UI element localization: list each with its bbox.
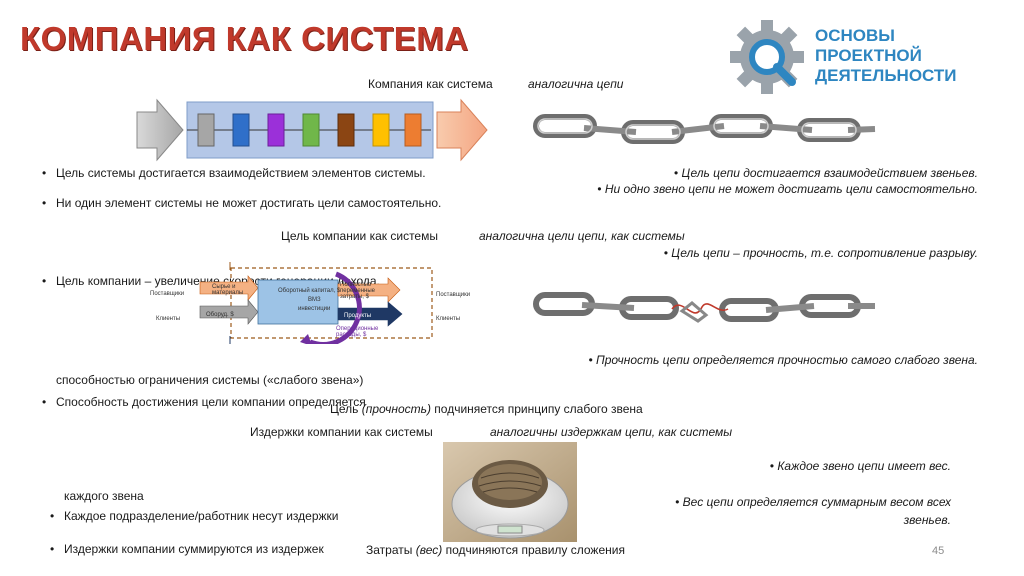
chain-on-scale-photo bbox=[443, 442, 577, 542]
section3-left-bullet-1: Каждое подразделение/работник несут изде… bbox=[48, 509, 1024, 523]
section3-left-bullet-2: Издержки компании суммируются из издерже… bbox=[48, 542, 1024, 556]
logo-line-3: ДЕЯТЕЛЬНОСТИ bbox=[815, 66, 957, 85]
diagram-operating-expenses: Операционные расходы, $ bbox=[336, 326, 379, 338]
chain-image-1 bbox=[533, 114, 876, 144]
section2-right-bullet-text: Цель цепи – прочность, т.е. сопротивлени… bbox=[671, 246, 978, 260]
logo-line-2: ПРОЕКТНОЙ bbox=[815, 46, 922, 65]
diagram-clients-left: Клиенты bbox=[156, 316, 181, 322]
section2-right-bullet-2-text: Прочность цепи определяется прочностью с… bbox=[596, 353, 978, 367]
diagram-vmz: ВМЗ bbox=[308, 297, 321, 303]
diagram-suppliers-right: Поставщики bbox=[436, 292, 471, 298]
page-number: 45 bbox=[932, 545, 945, 557]
section2-right-bullet: • Цель цепи – прочность, т.е. сопротивле… bbox=[663, 246, 978, 260]
chain-image-weak-link bbox=[533, 292, 875, 323]
diagram-equipment: Оборуд. $ bbox=[206, 312, 234, 318]
diagram-working-capital: Оборотный капитал, $ bbox=[278, 288, 341, 294]
diagram-clients-right: Клиенты bbox=[436, 316, 461, 322]
section2-right-bullet-2: • Прочность цепи определяется прочностью… bbox=[588, 353, 979, 367]
system-diagram bbox=[136, 98, 488, 162]
section1-right-bullet-2-text: Ни одно звено цепи не может достигать це… bbox=[604, 182, 978, 196]
section1-right-heading: аналогична цепи bbox=[528, 77, 624, 91]
section3-left-bullet-2-cont: каждого звена bbox=[64, 489, 144, 503]
diagram-suppliers-left: Поставщики bbox=[150, 291, 185, 297]
section3-right-bullet-2-line1: • Вес цепи определяется суммарным весом … bbox=[675, 495, 951, 509]
section3-right-bullet-2-text: Вес цепи определяется суммарным весом вс… bbox=[682, 495, 951, 509]
section3-left-heading: Издержки компании как системы bbox=[250, 425, 433, 439]
section2-left-bullet-2-line2: способностью ограничения системы («слабо… bbox=[56, 373, 364, 387]
diagram-variable-costs: Полностью переменные затраты, $ bbox=[340, 282, 375, 300]
footer-before: Затраты bbox=[366, 543, 416, 557]
principle-after: подчиняется принципу слабого звена bbox=[430, 402, 643, 416]
footer-line: Затраты (вес) подчиняются правилу сложен… bbox=[366, 543, 625, 557]
principle-before: Цель bbox=[330, 402, 362, 416]
section1-right-bullet-1: • Цель цепи достигается взаимодействием … bbox=[673, 166, 978, 180]
section1-left-bullet-2: Ни один элемент системы не может достига… bbox=[40, 196, 1024, 210]
section2-left-bullet-2-line1: Способность достижения цели компании опр… bbox=[40, 395, 1024, 409]
diagram-products: Продукты bbox=[344, 313, 372, 319]
section2-right-heading: аналогична цели цепи, как системы bbox=[479, 229, 685, 243]
section1-right-bullet-2: • Ни одно звено цепи не может достигать … bbox=[597, 182, 978, 196]
footer-after: подчиняются правилу сложения bbox=[442, 543, 625, 557]
footer-italic: (вес) bbox=[415, 543, 443, 557]
input-arrow bbox=[136, 98, 184, 162]
output-arrow bbox=[436, 98, 488, 162]
principle-italic: (прочность) bbox=[361, 402, 431, 416]
section3-right-bullet-2-line2: звеньев. bbox=[903, 513, 951, 527]
section1-left-heading: Компания как система bbox=[368, 77, 493, 91]
company-flow-diagram: Поставщики Клиенты Сырье и материалы Обо… bbox=[148, 262, 471, 344]
logo-line-1: ОСНОВЫ bbox=[815, 26, 895, 45]
section3-right-bullet-1: • Каждое звено цепи имеет вес. bbox=[769, 459, 951, 473]
section1-left-bullet-1: Цель системы достигается взаимодействием… bbox=[40, 166, 1024, 180]
diagram-raw-materials: Сырье и материалы bbox=[212, 284, 244, 296]
section3-right-heading: аналогичны издержкам цепи, как системы bbox=[490, 425, 733, 439]
section3-right-bullet-1-text: Каждое звено цепи имеет вес. bbox=[777, 459, 951, 473]
logo-text: ОСНОВЫ ПРОЕКТНОЙ ДЕЯТЕЛЬНОСТИ bbox=[815, 26, 957, 86]
section1-right-bullet-1-text: Цель цепи достигается взаимодействием зв… bbox=[681, 166, 978, 180]
principle-line: Цель (прочность) подчиняется принципу сл… bbox=[330, 402, 643, 416]
slide-title: КОМПАНИЯ КАК СИСТЕМА bbox=[20, 20, 469, 57]
gear-magnifier-icon bbox=[730, 20, 804, 94]
section2-left-heading: Цель компании как системы bbox=[281, 229, 438, 243]
diagram-investments: инвестиции bbox=[298, 306, 331, 312]
